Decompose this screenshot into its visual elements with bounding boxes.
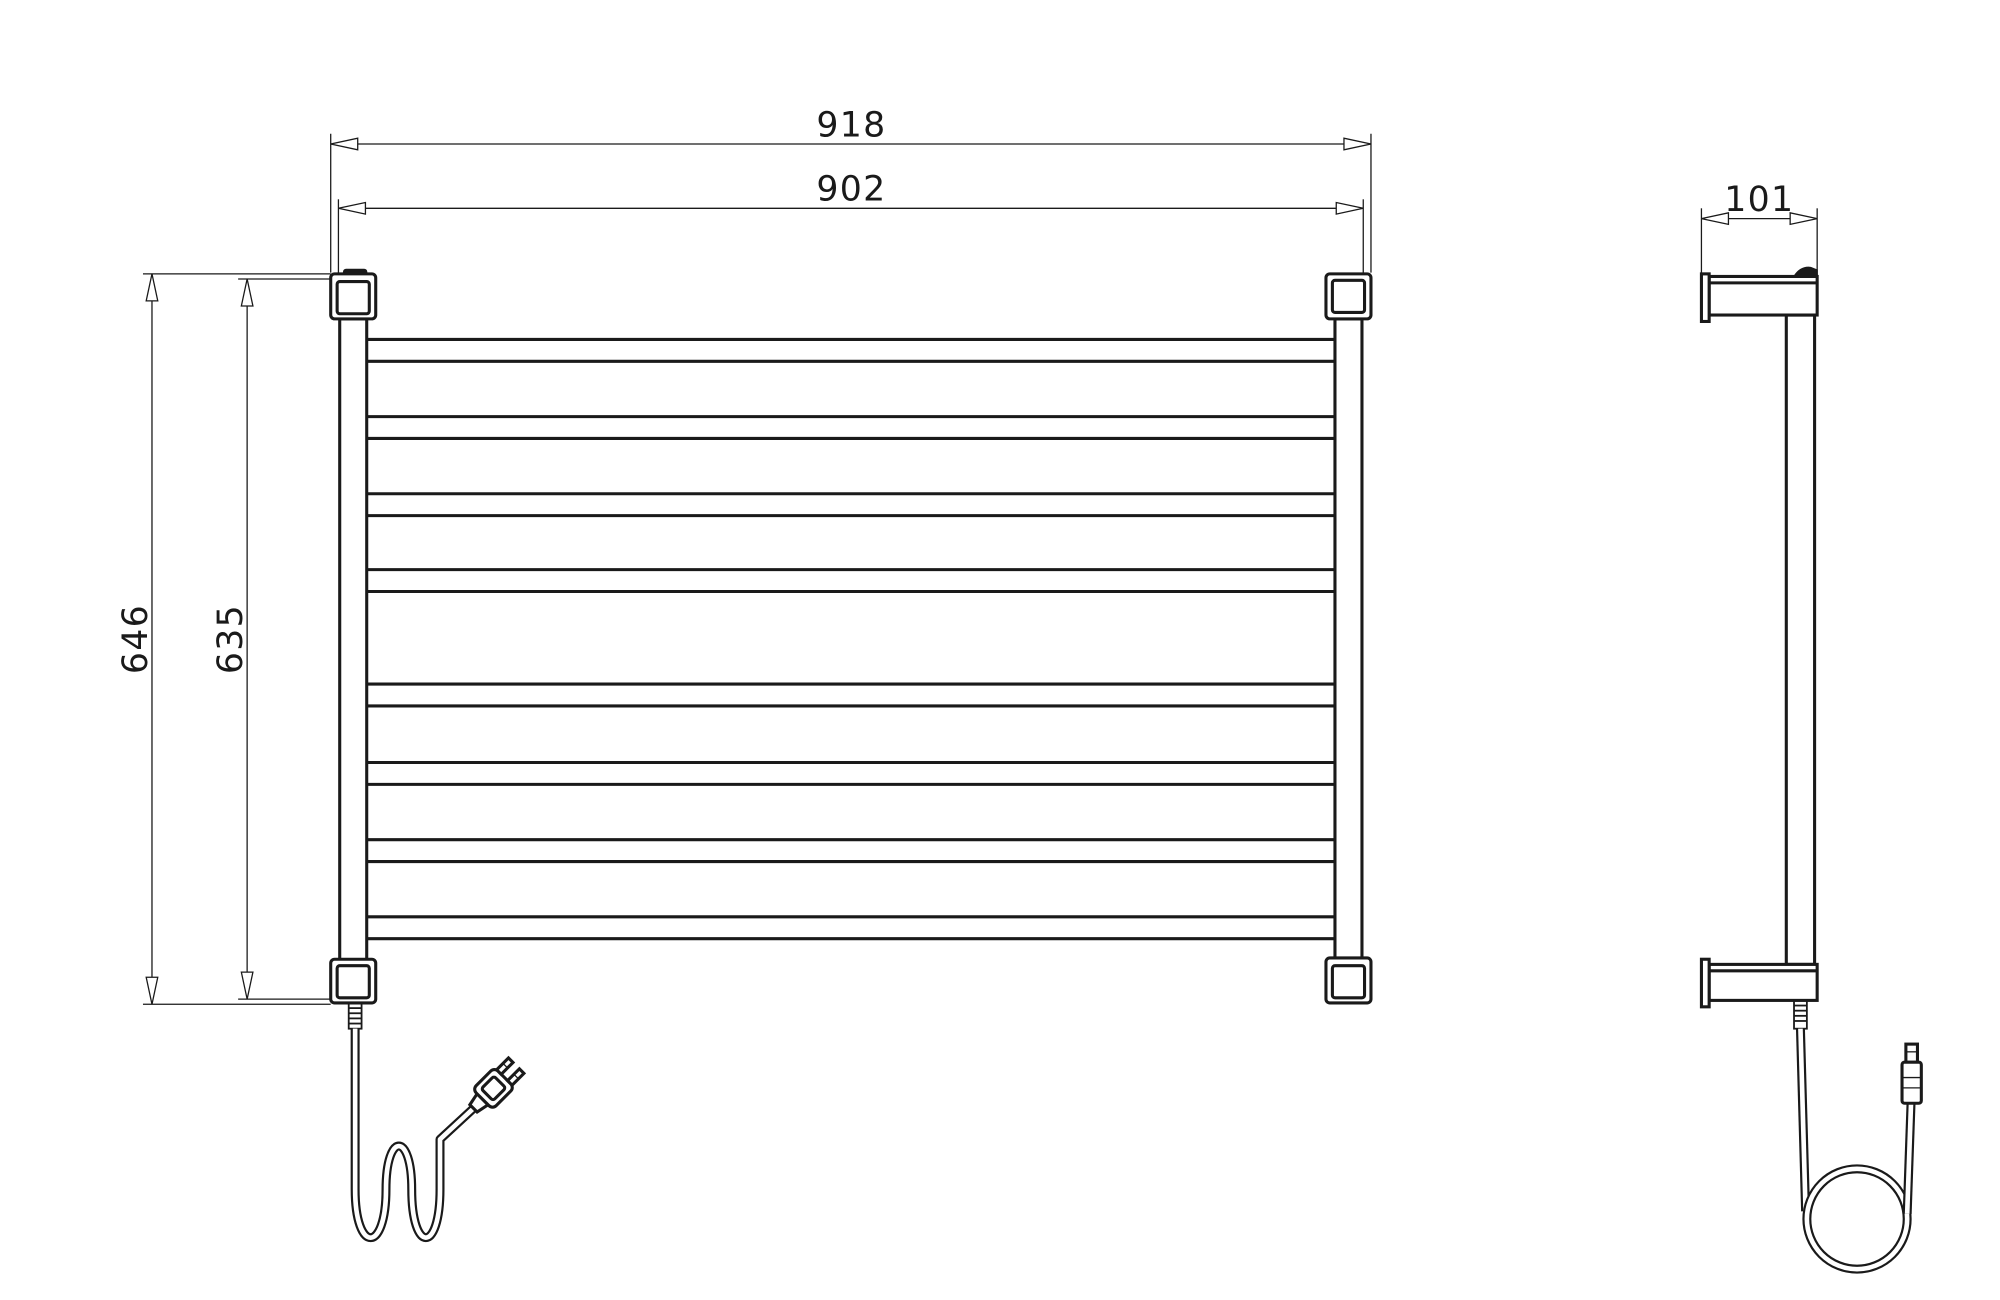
rail-3 (366, 492, 1335, 518)
overall-width-dimension: 918 (330, 105, 1372, 273)
arrowhead-left (338, 201, 367, 215)
arrowhead-left (330, 137, 359, 151)
right-post-bar (1333, 317, 1364, 963)
rail-4 (366, 568, 1335, 594)
switch-knob (1792, 266, 1818, 278)
arrowhead-bottom (145, 976, 159, 1005)
rail-1 (366, 337, 1335, 363)
power-cable-front (347, 1002, 527, 1242)
right-bottom-bracket (1324, 956, 1373, 1005)
rail-8 (366, 915, 1335, 941)
depth-dimension: 101 (1700, 180, 1818, 276)
plug-icon (467, 1055, 527, 1114)
side-post-bar (1784, 313, 1817, 966)
left-bottom-bracket (329, 957, 378, 1005)
arrowhead-right (1789, 212, 1818, 226)
cable-gland (347, 1002, 363, 1030)
inner-width-label: 902 (816, 170, 886, 210)
overall-height-dimension: 646 (116, 273, 331, 1005)
front-view: 918 902 646 635 (116, 105, 1373, 1242)
side-top-bracket (1699, 266, 1819, 324)
inner-height-dimension: 635 (211, 278, 338, 1000)
plug-side-icon (1900, 1042, 1923, 1105)
rail-7 (366, 838, 1335, 864)
right-post (1324, 272, 1373, 1005)
depth-label: 101 (1724, 180, 1794, 220)
side-bottom-bracket (1699, 957, 1819, 1009)
rail-5 (366, 682, 1335, 708)
arrowhead-top (240, 278, 254, 307)
side-view: 101 (1699, 180, 1923, 1274)
arrowhead-left (1701, 212, 1730, 226)
power-cable-side (1793, 999, 1923, 1274)
arrowhead-bottom (240, 971, 254, 1000)
wall-flange (1699, 957, 1711, 1009)
overall-width-label: 918 (816, 105, 886, 145)
wall-flange (1699, 272, 1711, 324)
arrowhead-right (1335, 201, 1364, 215)
left-post (329, 268, 378, 1005)
arrowhead-right (1343, 137, 1372, 151)
arrowhead-top (145, 273, 159, 302)
cable-gland (1793, 999, 1808, 1030)
left-post-bar (338, 317, 369, 963)
inner-width-dimension: 902 (337, 170, 1364, 276)
inner-height-label: 635 (211, 604, 251, 674)
right-top-bracket (1324, 272, 1373, 321)
rail-6 (366, 760, 1335, 786)
overall-height-label: 646 (116, 604, 156, 674)
rails (366, 337, 1335, 941)
left-top-bracket (329, 272, 378, 321)
rail-2 (366, 415, 1335, 441)
